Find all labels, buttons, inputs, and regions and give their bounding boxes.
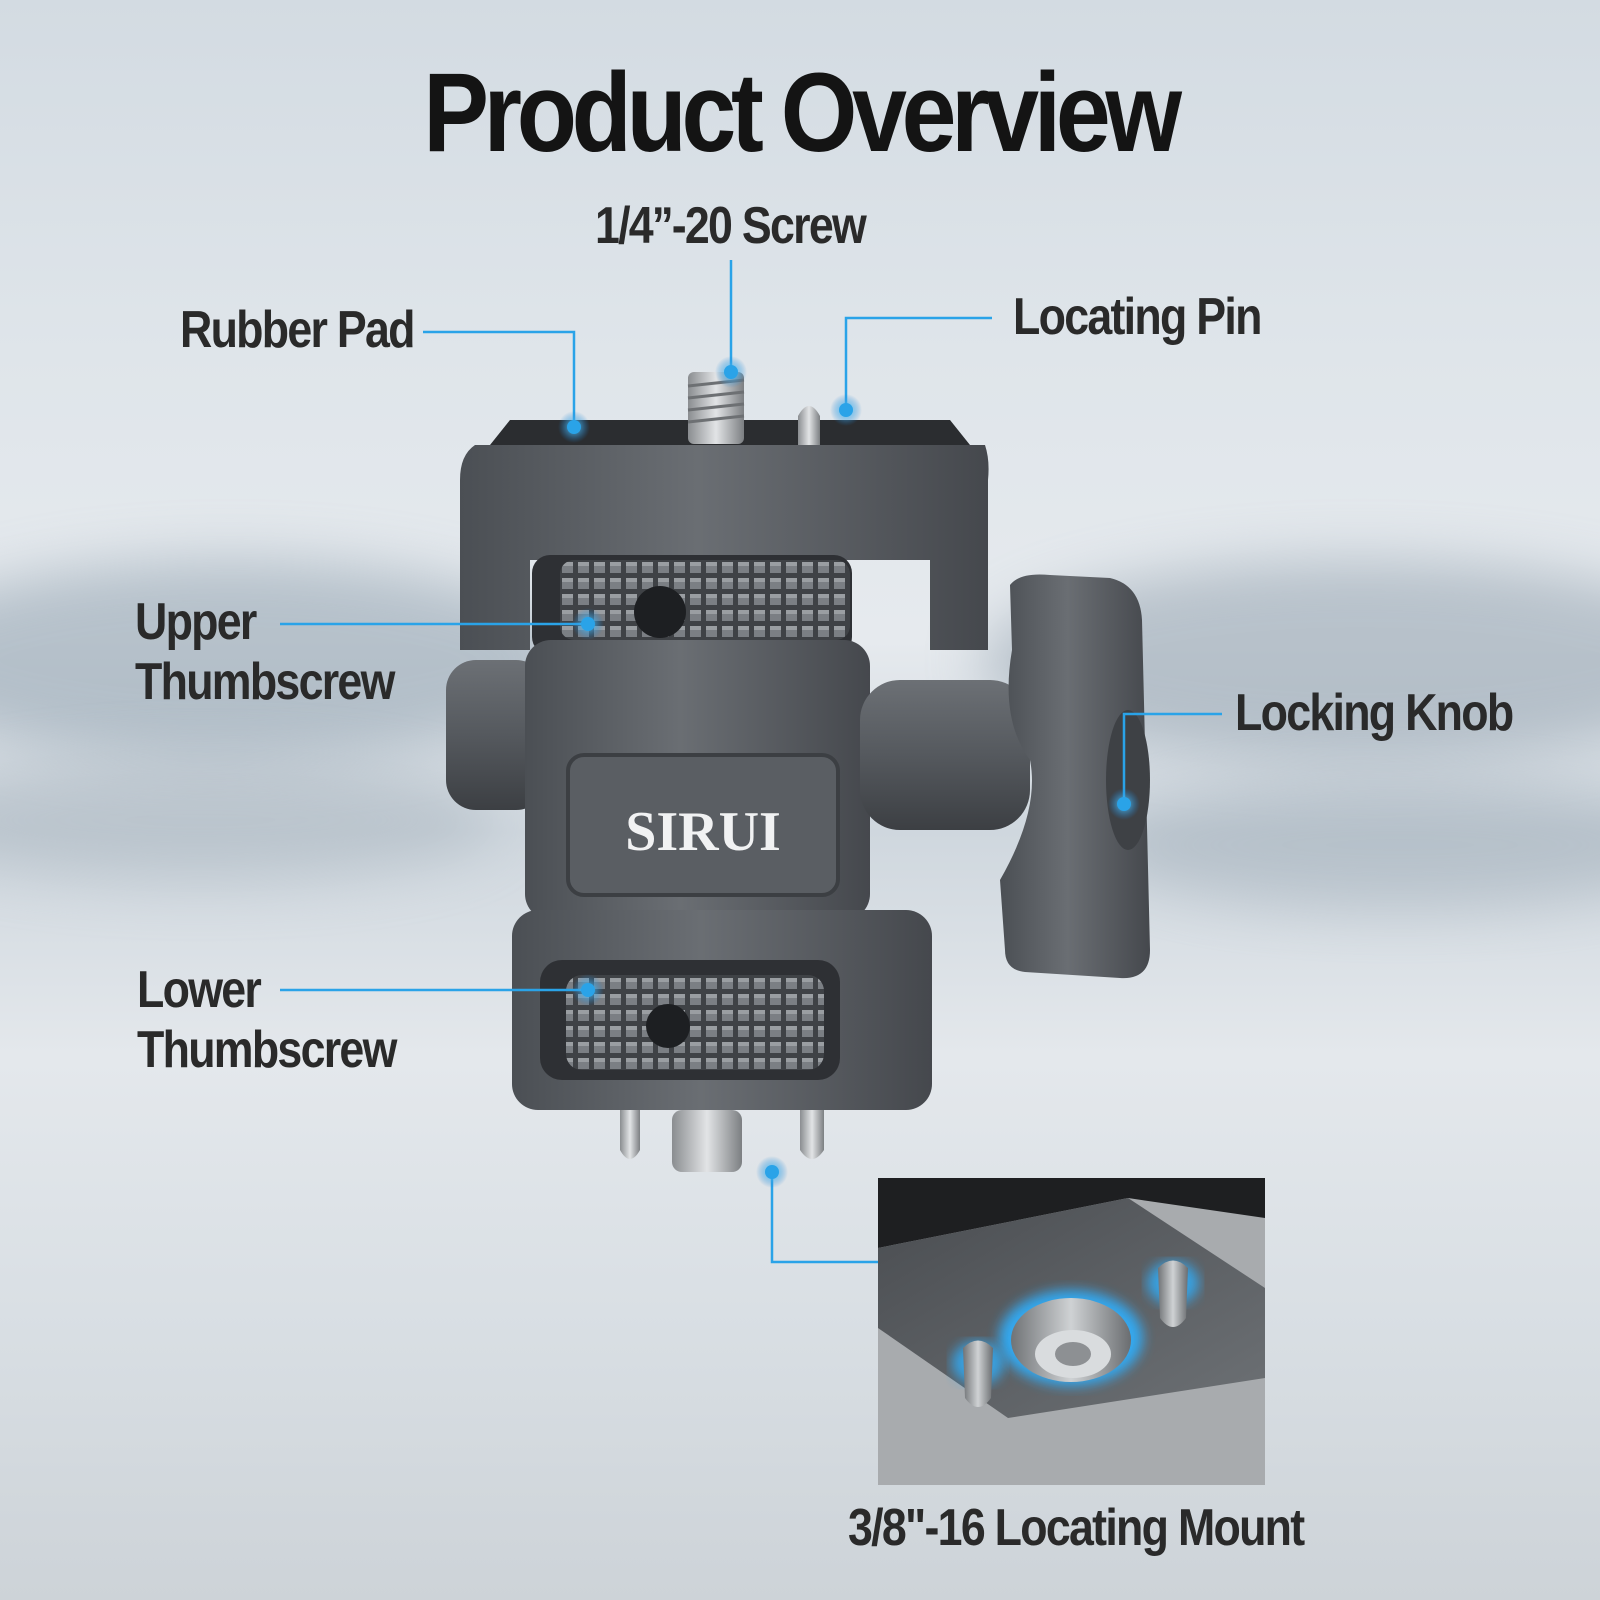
label-upper-thumbscrew: Upper Thumbscrew [135, 592, 395, 712]
lower-thumbscrew [566, 975, 824, 1070]
locating-mount-closeup [878, 1178, 1265, 1485]
label-locating-pin: Locating Pin [1013, 288, 1262, 346]
label-screw: 1/4’’-20 Screw [594, 197, 867, 255]
closeup-illustration [878, 1178, 1265, 1485]
locking-knob [1000, 574, 1150, 979]
label-rubber-pad: Rubber Pad [180, 301, 415, 359]
label-lower-line1: Lower [137, 961, 262, 1019]
callout-lines [280, 260, 1222, 1264]
frame [460, 445, 989, 650]
label-locking-knob: Locking Knob [1235, 684, 1514, 742]
brand-logo: SIRUI [625, 801, 781, 863]
label-upper-line1: Upper [135, 593, 257, 651]
callout-dots [558, 356, 1140, 1188]
page-title: Product Overview [423, 50, 1182, 175]
label-lower-thumbscrew: Lower Thumbscrew [137, 960, 397, 1080]
label-upper-line2: Thumbscrew [135, 653, 395, 711]
brand-plate [566, 753, 840, 897]
background-fog [0, 760, 500, 880]
label-lower-line2: Thumbscrew [137, 1021, 397, 1079]
label-locating-mount: 3/8"-16 Locating Mount [848, 1499, 1305, 1557]
background-fog [1100, 780, 1600, 910]
upper-thumbscrew [560, 560, 850, 640]
locating-pin [798, 406, 820, 445]
